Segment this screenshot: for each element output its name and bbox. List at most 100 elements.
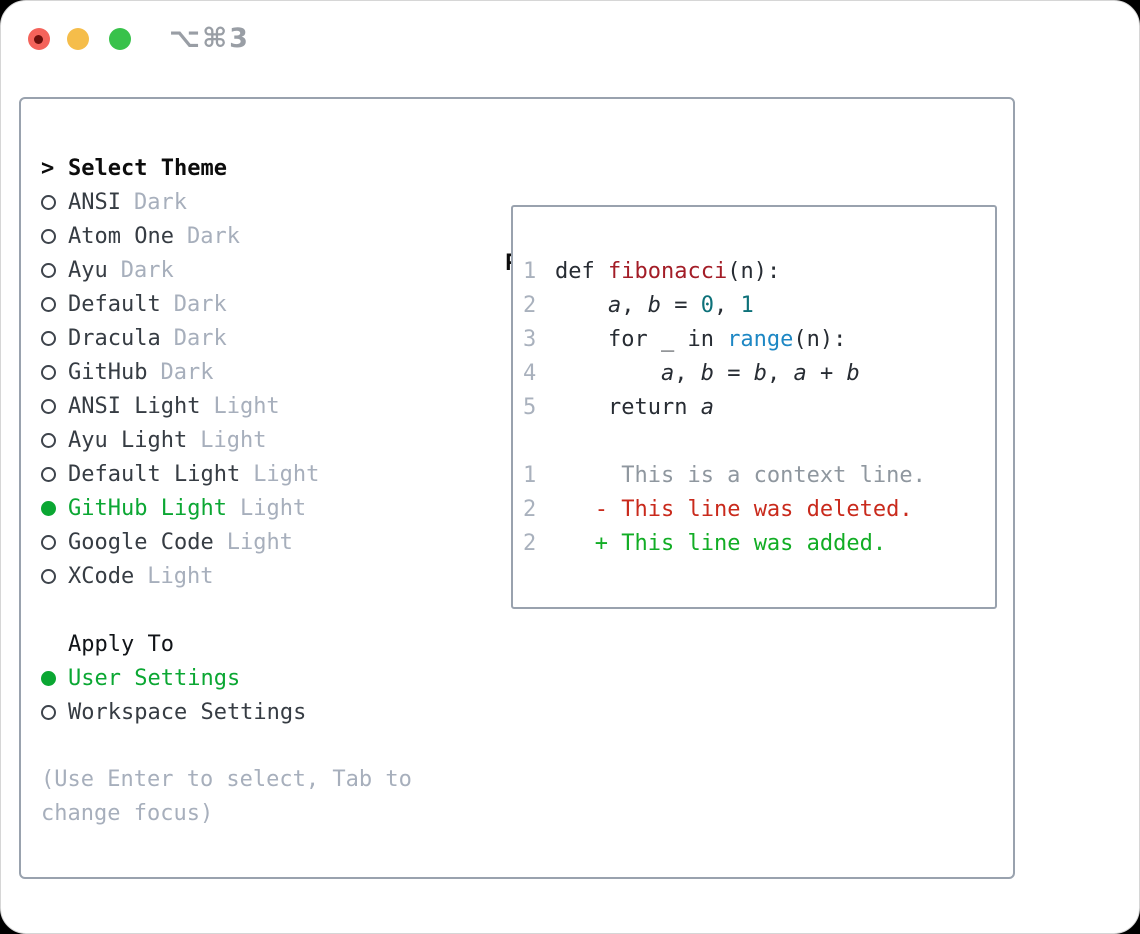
zoom-button[interactable] <box>109 28 131 50</box>
apply-option-user-settings[interactable]: User Settings <box>41 661 501 695</box>
token-plain: , <box>621 293 648 318</box>
theme-option-github-light[interactable]: GitHub Light Light <box>41 491 501 525</box>
option-label: Google Code <box>68 529 214 555</box>
token-var: a <box>660 361 675 386</box>
code-line: 2 a, b = 0, 1 <box>523 289 995 323</box>
radio-icon <box>41 228 68 244</box>
token-plain: , <box>674 361 701 386</box>
option-label: GitHub <box>68 359 148 385</box>
close-button[interactable] <box>28 28 50 50</box>
select-theme-header: > Select Theme <box>41 151 501 185</box>
apply-option-workspace-settings[interactable]: Workspace Settings <box>41 695 501 729</box>
focus-chevron-icon: > <box>41 155 55 181</box>
line-number <box>523 425 555 459</box>
radio-icon <box>41 534 68 550</box>
window-title: ⌥⌘3 <box>169 23 250 54</box>
line-number: 2 <box>523 497 537 522</box>
theme-option-atom-one[interactable]: Atom One Dark <box>41 219 501 253</box>
token-var: b <box>753 361 767 386</box>
token-call: range <box>727 327 794 352</box>
keyboard-hint: (Use Enter to select, Tab to change focu… <box>41 767 412 826</box>
token-var: b <box>846 361 860 386</box>
radio-icon <box>41 432 68 448</box>
radio-icon <box>41 364 68 380</box>
token-var: b <box>700 361 714 386</box>
token-plain: , <box>766 361 794 386</box>
blank-line <box>523 425 995 459</box>
token-plain <box>555 289 608 323</box>
option-label: Atom One <box>68 223 174 249</box>
radio-selected-icon <box>41 500 68 516</box>
option-label: ANSI Light <box>68 393 201 419</box>
token-plain: + <box>806 361 847 386</box>
option-tag: Dark <box>173 325 227 351</box>
token-var: b <box>647 293 661 318</box>
option-tag: Light <box>253 461 320 487</box>
option-tag: Light <box>213 393 280 419</box>
radio-selected-icon <box>41 670 68 686</box>
token-deleted: - This line was deleted. <box>594 497 913 522</box>
option-label: GitHub Light <box>68 495 227 521</box>
theme-option-github[interactable]: GitHub Dark <box>41 355 501 389</box>
token-func: fibonacci <box>607 259 728 284</box>
line-number: 2 <box>523 531 537 556</box>
option-label: Ayu Light <box>68 427 188 453</box>
token-number: 1 <box>740 293 754 318</box>
option-label: User Settings <box>68 665 241 691</box>
token-context: This is a context line. <box>555 463 926 488</box>
line-number: 2 <box>523 293 537 318</box>
radio-icon <box>41 296 68 312</box>
theme-option-dracula[interactable]: Dracula Dark <box>41 321 501 355</box>
token-plain <box>555 527 595 561</box>
line-number: 4 <box>523 361 537 386</box>
line-number: 1 <box>523 463 537 488</box>
option-label: Ayu <box>68 257 108 283</box>
apply-to-title: Apply To <box>68 631 174 657</box>
token-var: a <box>700 395 714 420</box>
apply-to-header: Apply To <box>41 627 501 661</box>
option-tag: Dark <box>186 223 240 249</box>
token-var: a <box>793 361 807 386</box>
option-tag: Dark <box>160 359 214 385</box>
select-theme-title: Select Theme <box>68 155 227 181</box>
token-plain <box>555 357 661 391</box>
option-tag: Light <box>147 563 214 589</box>
option-tag: Light <box>239 495 307 521</box>
code-line: 1 This is a context line. <box>523 459 995 493</box>
token-plain: (n): <box>727 259 781 284</box>
code-line: 4 a, b = b, a + b <box>523 357 995 391</box>
radio-icon <box>41 466 68 482</box>
token-plain <box>555 493 595 527</box>
radio-icon <box>41 194 68 210</box>
option-label: Dracula <box>68 325 161 351</box>
option-label: ANSI <box>68 189 121 215</box>
radio-icon <box>41 704 68 720</box>
token-plain: for _ in <box>555 327 728 352</box>
code-line: 3 for _ in range(n): <box>523 323 995 357</box>
minimize-button[interactable] <box>67 28 89 50</box>
code-line: 2 - This line was deleted. <box>523 493 995 527</box>
token-plain: (n): <box>793 327 847 352</box>
option-tag: Light <box>226 529 293 555</box>
token-var: a <box>607 293 622 318</box>
titlebar: ⌥⌘3 <box>1 1 1139 77</box>
option-label: Workspace Settings <box>68 699 307 725</box>
spacer <box>41 593 501 627</box>
token-plain: def <box>555 259 608 284</box>
option-tag: Dark <box>173 291 227 317</box>
theme-option-ansi-light[interactable]: ANSI Light Light <box>41 389 501 423</box>
theme-option-google-code[interactable]: Google Code Light <box>41 525 501 559</box>
